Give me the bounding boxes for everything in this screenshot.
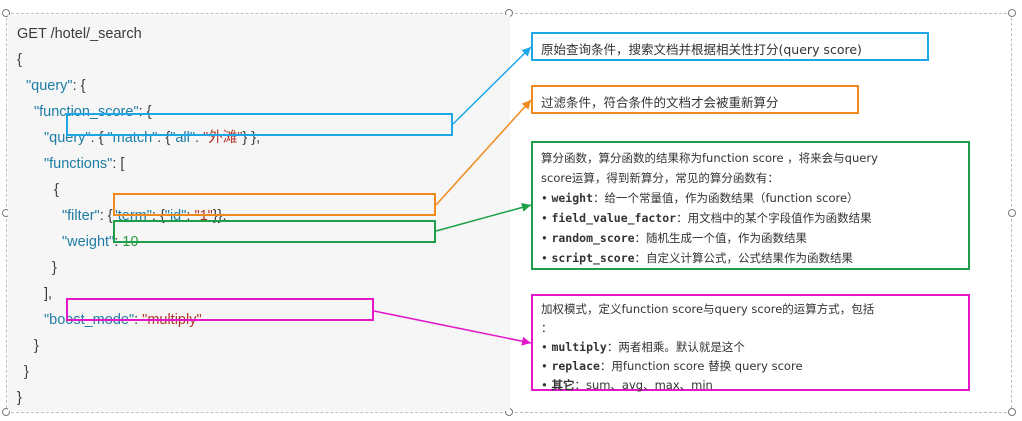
bullet: • <box>541 231 548 245</box>
boost-note-line1: 加权模式，定义function score与query score的运算方式，包… <box>541 302 875 316</box>
resize-handle-top-right[interactable] <box>1008 9 1016 17</box>
weight-arrow <box>435 203 532 232</box>
boost-mode-note: 加权模式，定义function score与query score的运算方式，包… <box>531 294 970 392</box>
code-line: "functions": [ <box>44 153 124 175</box>
punct: : <box>195 130 204 146</box>
item-name: script_score <box>551 251 635 265</box>
brace: } <box>24 364 29 380</box>
item-desc: ：两者相乘。默认就是这个 <box>606 340 745 354</box>
punct: } }, <box>242 130 261 146</box>
item-name: random_score <box>551 231 635 245</box>
code-line: "function_score": { <box>34 101 152 123</box>
boost-arrow <box>373 310 532 346</box>
punct: : { <box>72 78 86 94</box>
brace: { <box>54 182 59 198</box>
function-note-item: • random_score：随机生成一个值，作为函数结果 <box>541 228 960 248</box>
filter-note: 过滤条件，符合条件的文档才会被重新算分 <box>531 85 859 114</box>
code-line: ], <box>44 283 52 305</box>
bullet: • <box>541 191 548 205</box>
resize-handle-bottom-left[interactable] <box>2 408 10 416</box>
brace: } <box>17 390 22 406</box>
request-line: GET /hotel/_search <box>17 26 142 42</box>
filter-arrow <box>435 99 532 206</box>
json-key: "filter" <box>62 208 100 224</box>
item-desc: ：随机生成一个值，作为函数结果 <box>634 231 808 245</box>
item-name: field_value_factor <box>551 211 677 225</box>
query-note: 原始查询条件，搜索文档并根据相关性打分(query score) <box>531 32 929 61</box>
punct: : { <box>99 208 113 224</box>
code-line: "query": { <box>26 75 85 97</box>
brace: } <box>52 260 57 276</box>
punct: : { <box>157 130 171 146</box>
code-line: { <box>54 179 59 201</box>
code-line: { <box>17 49 22 71</box>
function-note-line1: 算分函数，算分函数的结果称为function score ，将来会与query <box>541 151 878 165</box>
resize-handle-right[interactable] <box>1008 209 1016 217</box>
code-line-request: GET /hotel/_search <box>17 23 142 45</box>
json-key: "function_score" <box>34 104 139 120</box>
function-note-item: • field_value_factor：用文档中的某个字段值作为函数结果 <box>541 208 960 228</box>
boost-mode-highlight-box <box>66 298 374 321</box>
code-line: } <box>52 257 57 279</box>
item-desc: ：给一个常量值，作为函数结果（function score） <box>593 191 859 205</box>
json-key: "functions" <box>44 156 113 172</box>
resize-handle-top-left[interactable] <box>2 9 10 17</box>
item-desc: ：sum、avg、max、min <box>574 378 713 392</box>
item-desc: ：用function score 替换 query score <box>599 359 803 373</box>
punct: : { <box>138 104 152 120</box>
weight-highlight-box <box>113 220 436 243</box>
query-highlight-box <box>66 113 453 136</box>
function-note-line2: score运算，得到新算分，常见的算分函数有： <box>541 171 779 185</box>
item-desc: ：自定义计算公式，公式结果作为函数结果 <box>634 251 854 265</box>
bullet: • <box>541 211 548 225</box>
query-note-text: 原始查询条件，搜索文档并根据相关性打分(query score) <box>541 42 862 57</box>
boost-note-item: • replace：用function score 替换 query score <box>541 357 960 376</box>
function-note-item: • script_score：自定义计算公式，公式结果作为函数结果 <box>541 248 960 268</box>
item-name: multiply <box>551 340 607 354</box>
punct: ], <box>44 286 53 302</box>
boost-note-item: • multiply：两者相乘。默认就是这个 <box>541 338 960 357</box>
function-note: 算分函数，算分函数的结果称为function score ，将来会与query … <box>531 141 970 270</box>
punct: : { <box>151 208 165 224</box>
bullet: • <box>541 251 548 265</box>
json-key: "query" <box>26 78 73 94</box>
brace: { <box>17 52 22 68</box>
punct: : { <box>90 130 108 146</box>
bullet: • <box>541 359 548 373</box>
code-panel: GET /hotel/_search { "query": { "functio… <box>8 15 510 411</box>
code-line: } <box>17 387 22 409</box>
punct: : <box>186 208 195 224</box>
bullet: • <box>541 378 548 392</box>
brace: } <box>34 338 39 354</box>
item-name: 其它 <box>551 378 575 392</box>
resize-handle-bottom-right[interactable] <box>1008 408 1016 416</box>
boost-note-item: • 其它：sum、avg、max、min <box>541 376 960 395</box>
code-line: } <box>24 361 29 383</box>
item-name: weight <box>551 191 593 205</box>
function-note-item: • weight：给一个常量值，作为函数结果（function score） <box>541 188 960 208</box>
filter-note-text: 过滤条件，符合条件的文档才会被重新算分 <box>541 95 779 110</box>
json-key: "weight" <box>62 234 115 250</box>
item-name: replace <box>551 359 600 373</box>
item-desc: ：用文档中的某个字段值作为函数结果 <box>676 211 872 225</box>
boost-note-line2: ： <box>541 321 553 335</box>
bullet: • <box>541 340 548 354</box>
filter-highlight-box <box>113 193 436 216</box>
query-arrow <box>452 46 532 125</box>
punct: : [ <box>112 156 125 172</box>
code-line: } <box>34 335 39 357</box>
